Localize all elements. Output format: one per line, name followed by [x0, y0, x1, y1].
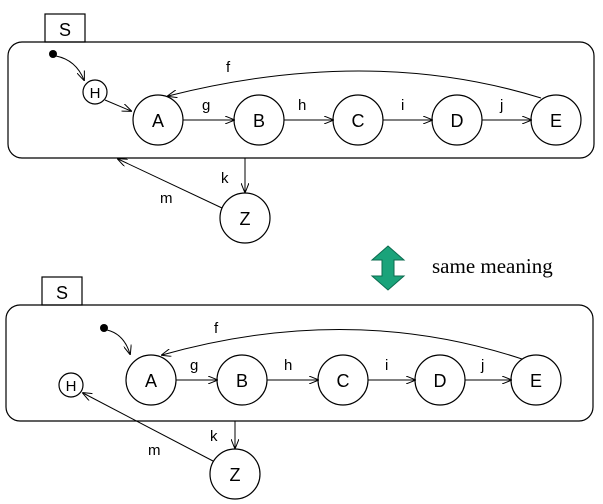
bottom-history-label: H	[66, 378, 77, 395]
bottom-state-c-label: C	[337, 371, 350, 391]
bottom-label-f: f	[214, 320, 219, 337]
top-transition-m	[118, 159, 223, 209]
top-state-b-label: B	[253, 111, 265, 131]
bottom-state-a-label: A	[145, 371, 157, 391]
top-s-label-box	[44, 13, 86, 43]
bottom-initial-dot	[100, 324, 108, 332]
top-state-a-label: A	[152, 111, 164, 131]
bottom-label-h: h	[284, 357, 292, 374]
bottom-transition-f	[162, 329, 523, 360]
top-transition-f	[168, 70, 542, 99]
top-label-h: h	[298, 97, 306, 114]
top-label-i: i	[401, 97, 404, 114]
bottom-state-d-label: D	[434, 371, 447, 391]
top-state-z	[219, 192, 271, 244]
bottom-transition-m	[83, 393, 214, 462]
bottom-label-j: j	[480, 357, 484, 374]
bottom-initial-arrow	[106, 329, 130, 354]
bottom-label-k: k	[210, 428, 218, 445]
bottom-state-z	[209, 448, 261, 500]
bottom-label-i: i	[385, 357, 388, 374]
top-state-d-label: D	[451, 111, 464, 131]
bottom-statechart: S H A B C D E g h i j f Z k	[5, 276, 594, 500]
top-label-m: m	[160, 190, 173, 207]
top-label-j: j	[499, 97, 503, 114]
top-history-state	[82, 79, 108, 105]
bottom-state-e-label: E	[530, 371, 542, 391]
bottom-superstate-frame	[5, 304, 594, 422]
top-label-f: f	[226, 59, 231, 76]
top-superstate-frame	[7, 41, 595, 159]
top-state-c-label: C	[352, 111, 365, 131]
top-state-z-label: Z	[240, 209, 251, 229]
top-h-to-a-arrow	[104, 99, 131, 111]
top-history-label: H	[90, 85, 101, 102]
top-label-g: g	[202, 97, 210, 114]
bottom-label-m: m	[148, 442, 161, 459]
bottom-s-label-box	[41, 276, 83, 306]
top-s-label: S	[59, 20, 71, 40]
top-initial-arrow	[55, 55, 84, 80]
bottom-history-state	[58, 372, 84, 398]
top-initial-dot	[49, 50, 57, 58]
equivalence-indicator: same meaning	[370, 245, 553, 291]
bottom-state-z-label: Z	[230, 465, 241, 485]
top-state-e-label: E	[550, 111, 562, 131]
double-arrow-icon	[370, 245, 406, 291]
bottom-s-label: S	[56, 283, 68, 303]
top-label-k: k	[221, 170, 229, 187]
bottom-state-b-label: B	[236, 371, 248, 391]
bottom-label-g: g	[190, 357, 198, 374]
top-statechart: S H A B C D E g h i j f Z	[7, 13, 595, 244]
same-meaning-text: same meaning	[432, 254, 553, 278]
